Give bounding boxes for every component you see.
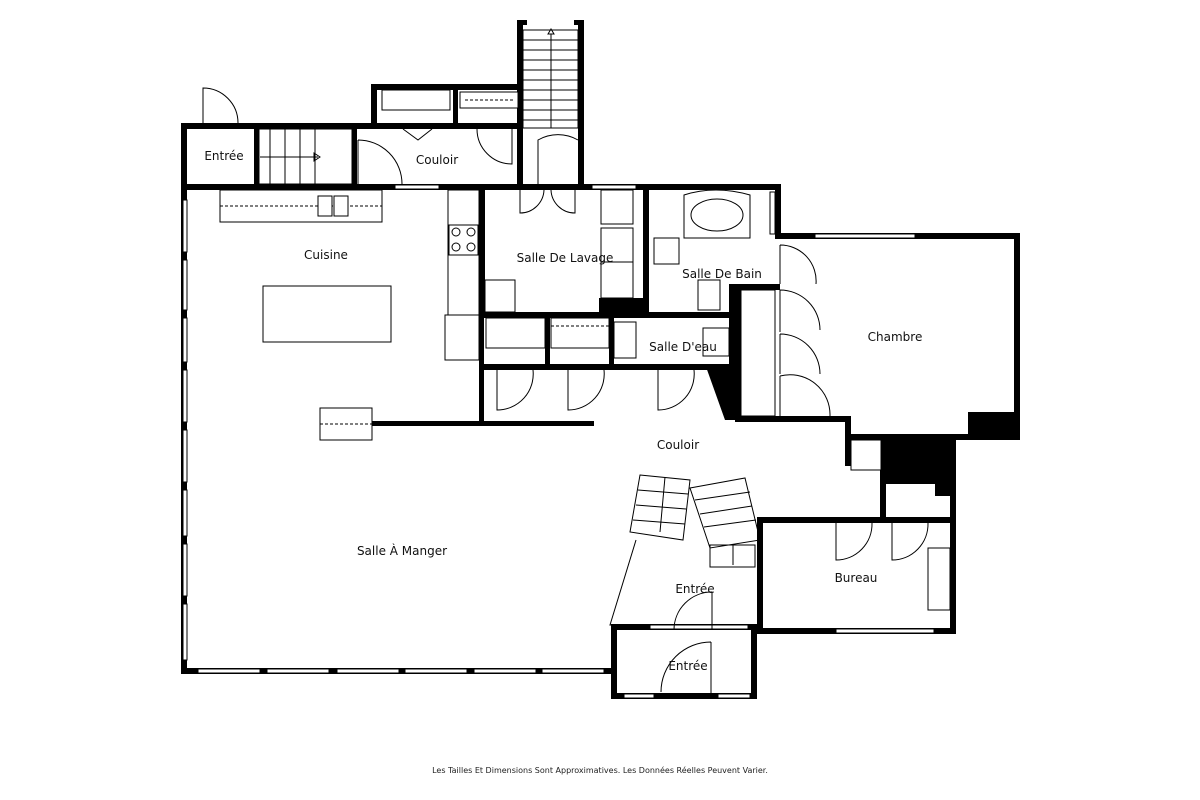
room-label-salle-de-bain: Salle De Bain [682,267,762,281]
room-label-cuisine: Cuisine [304,248,348,262]
room-label-salle-de-lavage: Salle De Lavage [517,251,614,265]
room-label-salle-a-manger: Salle À Manger [357,543,447,558]
room-label-couloir-center: Couloir [657,438,699,452]
disclaimer-text: Les Tailles Et Dimensions Sont Approxima… [432,766,768,775]
room-label-entree-top: Entrée [204,149,243,163]
room-labels: Entrée Couloir Cuisine Salle De Lavage S… [204,149,922,673]
room-label-salle-deau: Salle D'eau [649,340,717,354]
room-label-entree-center: Entrée [675,582,714,596]
room-label-chambre: Chambre [868,330,923,344]
walls [181,20,1020,699]
stairs [258,28,761,626]
room-label-entree-bottom: Entrée [668,659,707,673]
windows [182,184,935,699]
fixtures [219,89,951,611]
room-label-couloir-top: Couloir [416,153,458,167]
room-label-bureau: Bureau [835,571,878,585]
doors [202,87,929,693]
